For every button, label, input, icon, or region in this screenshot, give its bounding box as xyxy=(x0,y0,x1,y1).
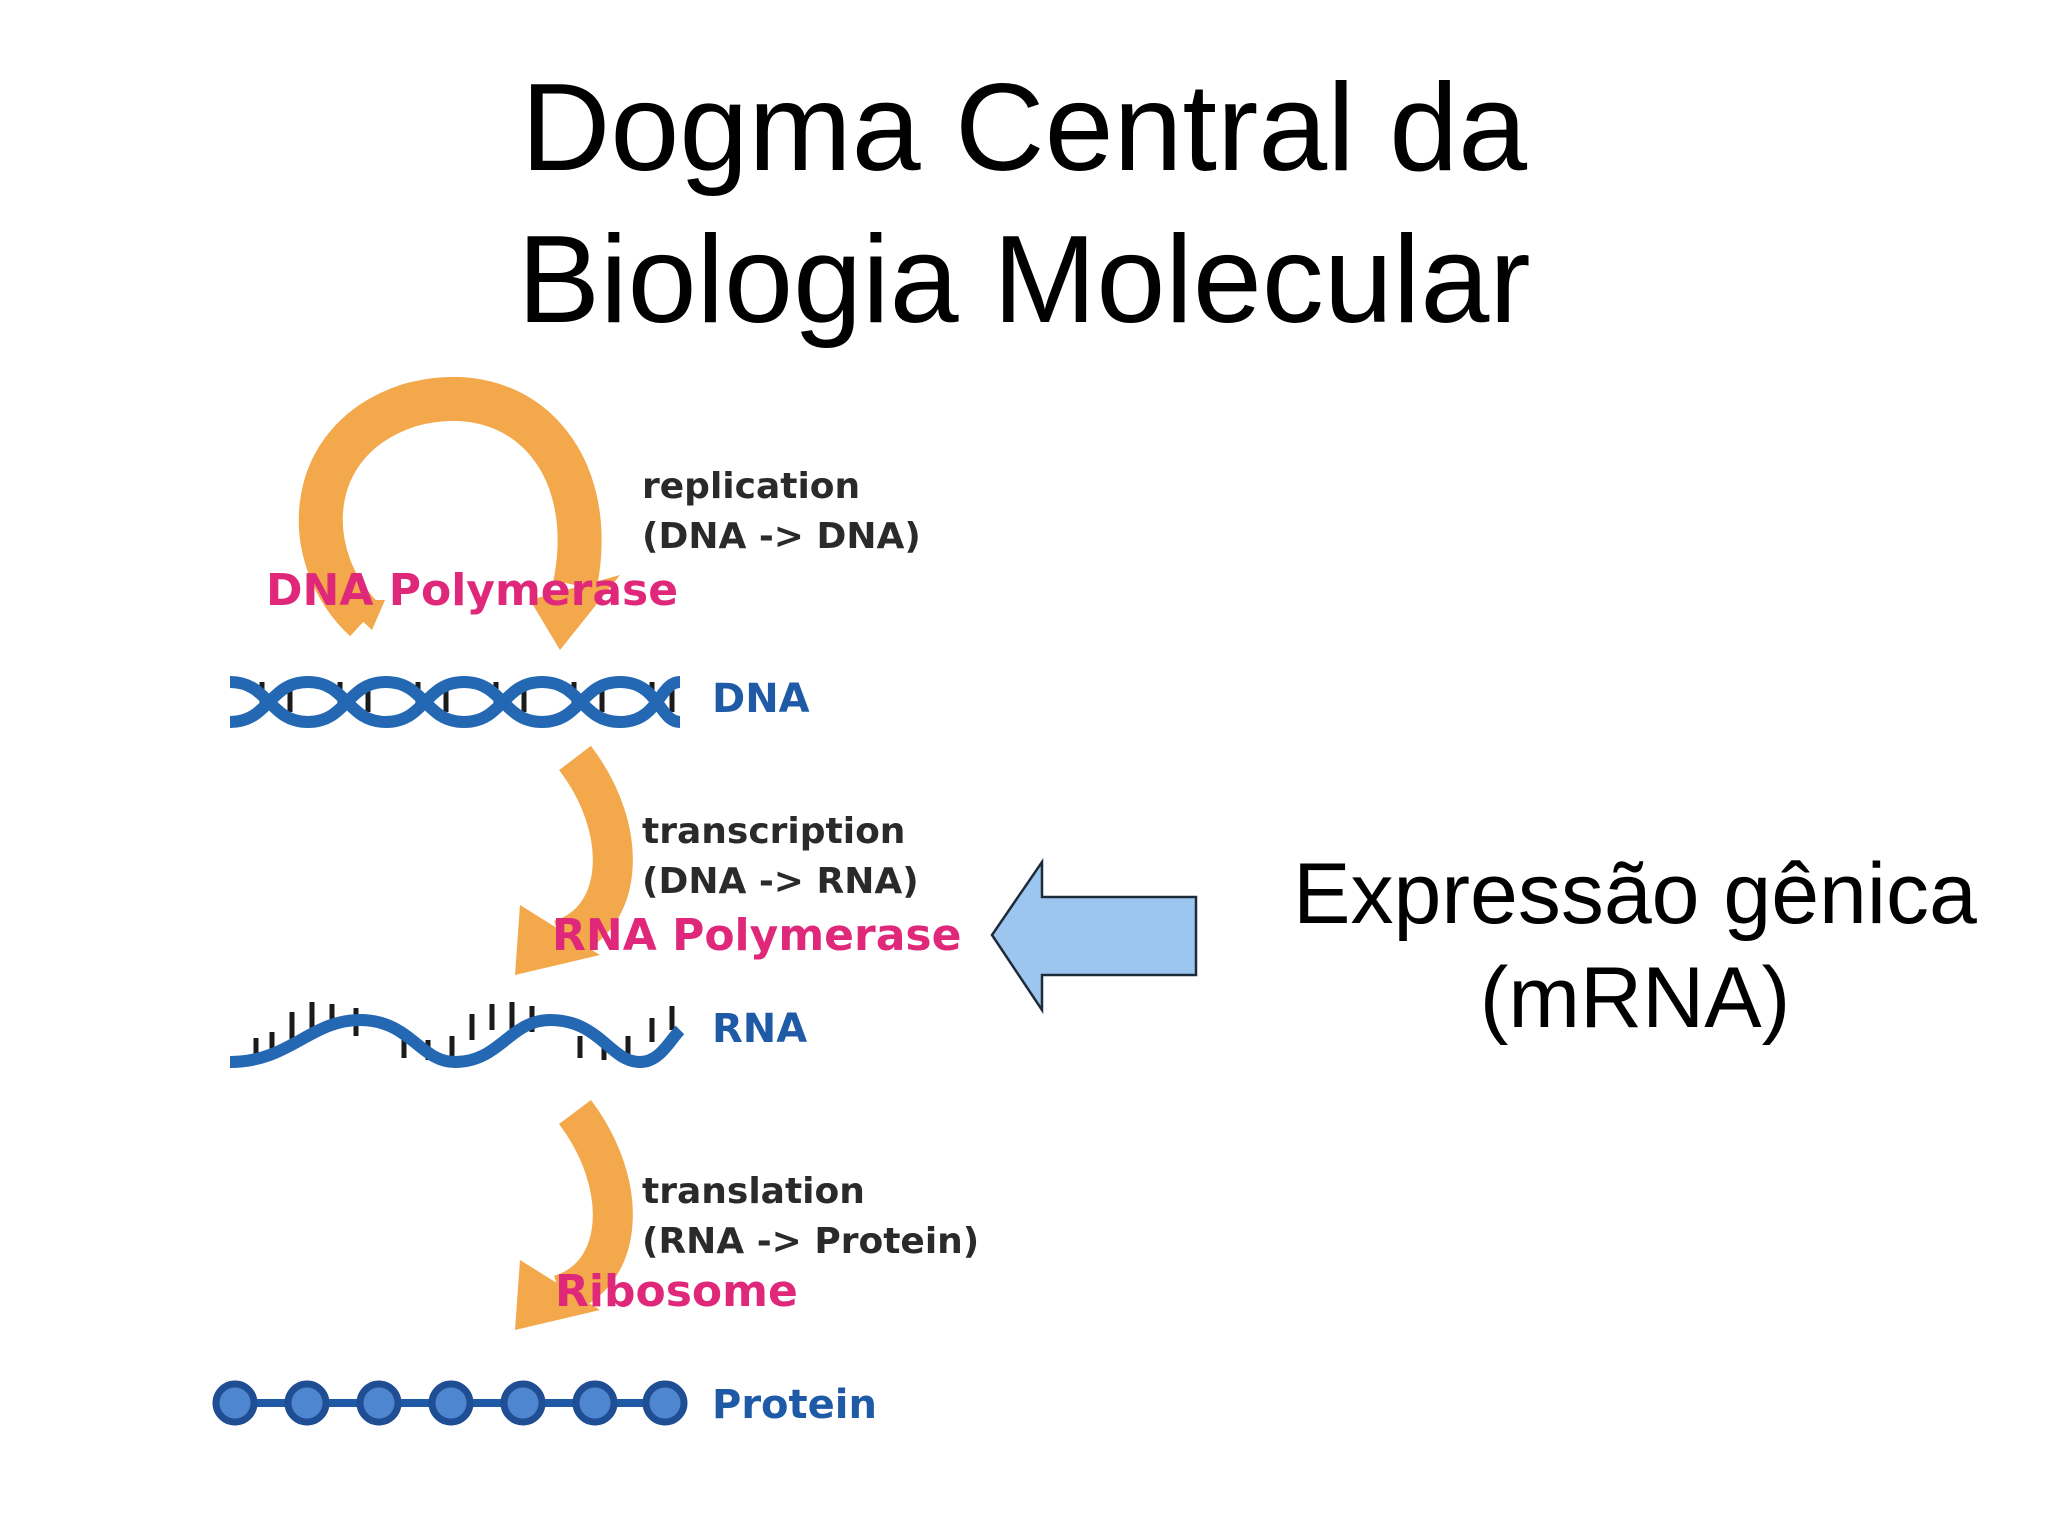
replication-arrow xyxy=(298,377,620,650)
slide-title-line-2: Biologia Molecular xyxy=(517,211,1531,349)
rna-label: RNA xyxy=(712,1006,807,1052)
replication-direction: (DNA -> DNA) xyxy=(642,516,921,557)
slide-title: Dogma Central da Biologia Molecular xyxy=(0,52,2048,356)
gene-expression-note: Expressão gênica (mRNA) xyxy=(1255,842,2015,1050)
translation-label: translation xyxy=(642,1171,865,1212)
dna-polymerase-label: DNA Polymerase xyxy=(266,565,678,616)
gene-expression-line-1: Expressão gênica xyxy=(1293,846,1977,942)
rna-polymerase-label: RNA Polymerase xyxy=(552,910,961,961)
ribosome-label: Ribosome xyxy=(555,1266,798,1317)
dna-label: DNA xyxy=(712,676,810,722)
translation-arrow xyxy=(515,1099,633,1330)
transcription-label: transcription xyxy=(642,811,905,852)
gene-expression-line-2: (mRNA) xyxy=(1479,950,1791,1046)
rna-strand xyxy=(229,1002,685,1069)
slide-title-line-1: Dogma Central da xyxy=(520,59,1528,197)
replication-label: replication xyxy=(642,466,860,507)
translation-direction: (RNA -> Protein) xyxy=(642,1221,979,1262)
left-pointer-arrow xyxy=(990,857,1198,1015)
dna-helix xyxy=(229,675,682,729)
transcription-direction: (DNA -> RNA) xyxy=(642,861,919,902)
protein-chain xyxy=(212,1380,688,1426)
protein-label: Protein xyxy=(712,1382,877,1428)
transcription-arrow xyxy=(515,745,633,975)
